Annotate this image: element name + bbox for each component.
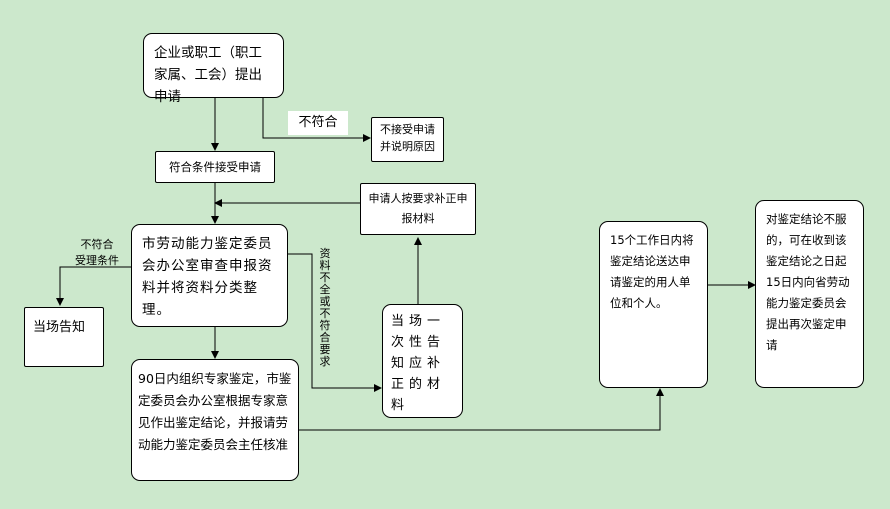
node-reappraise: 对鉴定结论不服的，可在收到该鉴定结论之日起15日内向省劳动能力鉴定委员会提出再次…: [755, 200, 864, 388]
node-deliver-text: 15个工作日内将鉴定结论送达申请鉴定的用人单位和个人。: [610, 233, 694, 310]
label-incomplete-text: 资料不全或不符合要求: [319, 247, 331, 368]
node-expert: 90日内组织专家鉴定，市鉴定委员会办公室根据专家意见作出鉴定结论，并报请劳动能力…: [131, 359, 299, 481]
node-supplement: 申请人按要求补正申报材料: [360, 183, 476, 235]
node-reject-reason-text: 不接受申请并说明原因: [380, 123, 435, 153]
arrow-review-to-notify: [56, 266, 131, 306]
node-review-text: 市劳动能力鉴定委员会办公室审查申报资料并将资料分类整理。: [142, 236, 273, 318]
node-accept-text: 符合条件接受申请: [169, 160, 261, 174]
node-expert-text: 90日内组织专家鉴定，市鉴定委员会办公室根据专家意见作出鉴定结论，并报请劳动能力…: [138, 371, 292, 452]
label-not-accept-line2: 受理条件: [75, 254, 119, 267]
node-inform-once: 当场一次性告知应补正的材料: [382, 304, 463, 418]
label-not-accept-line1: 不符合: [80, 238, 114, 251]
arrow-apply-to-reject: [262, 98, 371, 142]
node-apply-text: 企业或职工（职工家属、工会）提出申请: [154, 45, 262, 105]
arrow-review-to-inform: [288, 253, 382, 392]
label-not-eligible-text: 不符合: [298, 115, 338, 130]
node-apply: 企业或职工（职工家属、工会）提出申请: [143, 33, 284, 105]
label-incomplete: 资料不全或不符合要求: [318, 248, 332, 368]
node-notify-onsite-text: 当场告知: [33, 320, 86, 335]
label-not-eligible: 不符合: [288, 111, 348, 135]
arrow-expert-to-deliver: [299, 388, 664, 431]
node-notify-onsite: 当场告知: [24, 307, 104, 367]
node-review: 市劳动能力鉴定委员会办公室审查申报资料并将资料分类整理。: [131, 224, 288, 327]
node-accept: 符合条件接受申请: [155, 151, 275, 183]
node-inform-once-text: 当场一次性告知应补正的材料: [391, 314, 446, 413]
node-reappraise-text: 对鉴定结论不服的，可在收到该鉴定结论之日起15日内向省劳动能力鉴定委员会提出再次…: [766, 212, 850, 352]
label-not-accept-condition: 不符合 受理条件: [64, 237, 130, 269]
node-reject-reason: 不接受申请并说明原因: [371, 117, 444, 162]
node-deliver: 15个工作日内将鉴定结论送达申请鉴定的用人单位和个人。: [599, 221, 708, 388]
node-supplement-text: 申请人按要求补正申报材料: [368, 192, 468, 225]
